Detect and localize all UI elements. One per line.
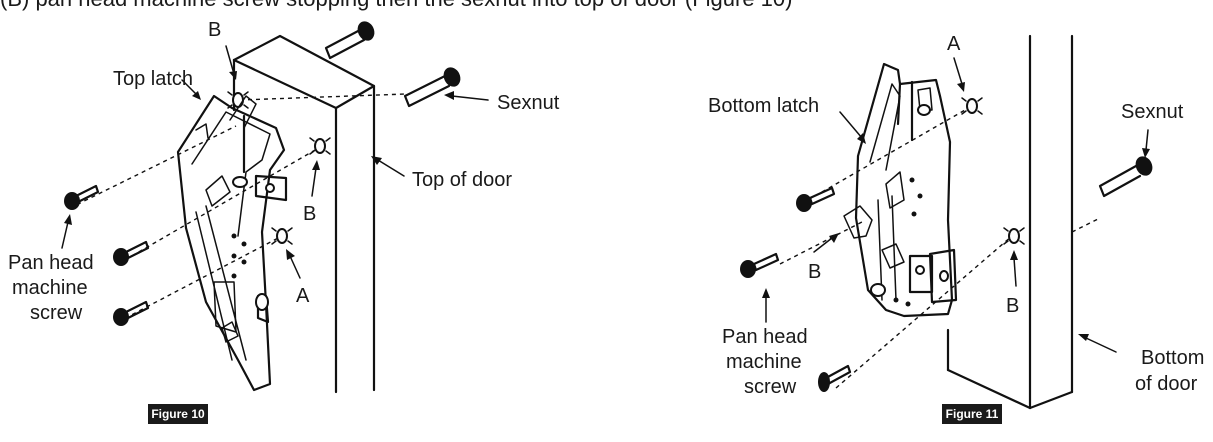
label-pan-head-line3: screw	[744, 376, 797, 398]
arrow-sexnut	[444, 91, 489, 101]
bottom-latch	[843, 62, 958, 318]
guide-line-3	[117, 235, 283, 323]
figure-10-caption: Figure 10	[148, 404, 208, 424]
arrow-b-top	[225, 45, 237, 80]
label-pan-head-line3: screw	[30, 302, 83, 324]
figure-10-diagram: B Top latch Sexnut Top of door B A Pan h…	[8, 19, 560, 424]
arrow-a	[286, 249, 301, 279]
hole-marker-b-mid	[309, 137, 331, 155]
guide-line-1	[807, 105, 973, 201]
figure-10-caption-text: Figure 10	[151, 407, 205, 421]
label-pan-head-line1: Pan head	[722, 326, 808, 348]
arrow-bottom-latch	[839, 111, 866, 144]
label-b-left: B	[808, 261, 821, 283]
arrow-top-latch	[181, 79, 201, 100]
guide-line-4	[239, 93, 407, 101]
arrow-b-mid	[311, 160, 320, 197]
hole-marker-a	[271, 227, 293, 245]
label-a: A	[296, 285, 310, 307]
label-bottom-latch: Bottom latch	[708, 95, 819, 117]
label-b-top: B	[208, 19, 221, 41]
figure-11-caption-text: Figure 11	[946, 407, 999, 421]
figure-11: A Bottom latch Sexnut B B Bottom of door…	[600, 0, 1213, 442]
label-b-right: B	[1006, 295, 1019, 317]
label-a: A	[947, 33, 961, 55]
guide-line-1	[69, 125, 237, 209]
label-top-latch: Top latch	[113, 68, 193, 90]
label-b-mid: B	[303, 203, 316, 225]
guide-line-3	[835, 235, 1013, 389]
label-pan-head-line1: Pan head	[8, 252, 94, 274]
sexnut-top-left	[324, 21, 375, 60]
arrow-pan-head	[61, 214, 72, 249]
arrow-top-of-door	[371, 156, 405, 177]
sexnut-top-right	[403, 67, 461, 108]
label-bottom-of-door-line2: of door	[1135, 373, 1198, 395]
pan-head-screw-1	[64, 184, 100, 210]
label-top-of-door: Top of door	[412, 169, 512, 191]
hole-marker-b-right	[1003, 227, 1025, 245]
figure-11-caption: Figure 11	[942, 404, 1002, 424]
top-latch	[176, 94, 288, 392]
label-pan-head-line2: machine	[12, 277, 88, 299]
arrow-b-left	[813, 233, 839, 253]
hole-marker-b-top	[227, 91, 249, 109]
figure-11-diagram: A Bottom latch Sexnut B B Bottom of door…	[708, 33, 1204, 424]
cutoff-instruction-text: (B) pan head machine screw stopping then…	[0, 0, 1213, 16]
pan-head-screw-1	[796, 186, 836, 212]
arrow-b-right	[1010, 250, 1018, 287]
door-slab	[946, 34, 1074, 410]
pan-head-screw-2	[740, 252, 780, 278]
label-sexnut: Sexnut	[1121, 101, 1184, 123]
hole-marker-a	[961, 97, 983, 115]
pan-head-screw-2	[113, 240, 150, 266]
guide-line-2	[117, 145, 323, 265]
figure-10: B Top latch Sexnut Top of door B A Pan h…	[0, 0, 600, 442]
label-sexnut: Sexnut	[497, 92, 560, 114]
arrow-a	[953, 57, 965, 92]
pan-head-screw-3	[818, 364, 852, 392]
sexnut	[1098, 156, 1153, 198]
label-pan-head-line2: machine	[726, 351, 802, 373]
label-bottom-of-door-line1: Bottom	[1141, 347, 1204, 369]
arrow-bottom-of-door	[1078, 334, 1117, 353]
pan-head-screw-3	[113, 300, 150, 326]
arrow-pan-head	[762, 288, 770, 323]
guide-line-4	[1071, 217, 1101, 233]
arrow-sexnut	[1142, 129, 1150, 158]
